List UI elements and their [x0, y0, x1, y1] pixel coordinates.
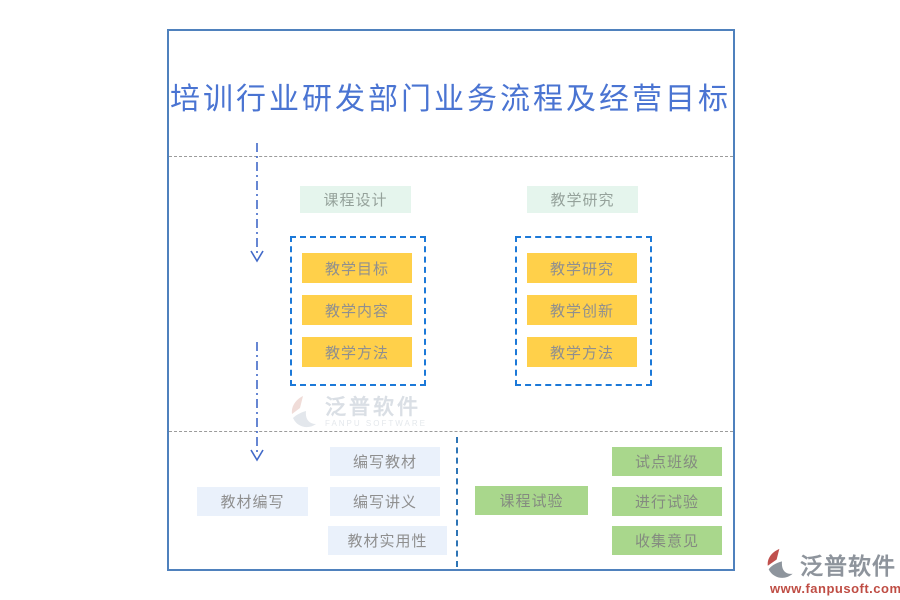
footer-brand: 泛普软件 www.fanpusoft.com — [766, 547, 900, 596]
node-pilot-class: 试点班级 — [612, 447, 722, 476]
page-title: 培训行业研发部门业务流程及经营目标 — [170, 83, 731, 116]
fanpu-logo-icon — [767, 548, 793, 578]
header-teaching-research: 教学研究 — [527, 186, 638, 213]
footer-brand-name: 泛普软件 — [800, 554, 896, 579]
node-teaching-goal: 教学目标 — [302, 253, 412, 283]
teaching-research-group — [515, 236, 652, 386]
header-course-design: 课程设计 — [300, 186, 411, 213]
label-course-trial: 课程试验 — [475, 486, 588, 515]
watermark: 泛普软件 FANPU SOFTWARE — [290, 395, 427, 429]
node-write-textbook: 编写教材 — [330, 447, 440, 476]
vertical-dashed-divider — [456, 437, 458, 567]
course-design-group — [290, 236, 426, 386]
diagram-frame — [167, 29, 735, 571]
footer-brand-url: www.fanpusoft.com — [770, 581, 900, 596]
down-arrow-2 — [249, 341, 265, 467]
node-teaching-innovation: 教学创新 — [527, 295, 637, 325]
down-arrow-1 — [249, 142, 265, 268]
node-teaching-method-right: 教学方法 — [527, 337, 637, 367]
node-teaching-method-left: 教学方法 — [302, 337, 412, 367]
dashed-separator-top — [169, 156, 733, 157]
node-write-handouts: 编写讲义 — [330, 487, 440, 516]
node-textbook-practicality: 教材实用性 — [328, 526, 447, 555]
node-conduct-trial: 进行试验 — [612, 487, 722, 516]
label-textbook-writing: 教材编写 — [197, 487, 308, 516]
down-arrow-icon — [250, 342, 264, 462]
footer-brand-row: 泛普软件 — [766, 547, 900, 581]
down-arrow-icon — [250, 143, 264, 263]
watermark-logo-icon — [291, 396, 316, 428]
node-teaching-content: 教学内容 — [302, 295, 412, 325]
node-teaching-research: 教学研究 — [527, 253, 637, 283]
node-collect-feedback: 收集意见 — [612, 526, 722, 555]
watermark-subtitle: FANPU SOFTWARE — [325, 418, 427, 428]
watermark-name: 泛普软件 — [325, 395, 421, 419]
watermark-text: 泛普软件 FANPU SOFTWARE — [325, 397, 427, 428]
dashed-separator-bottom — [169, 431, 733, 432]
